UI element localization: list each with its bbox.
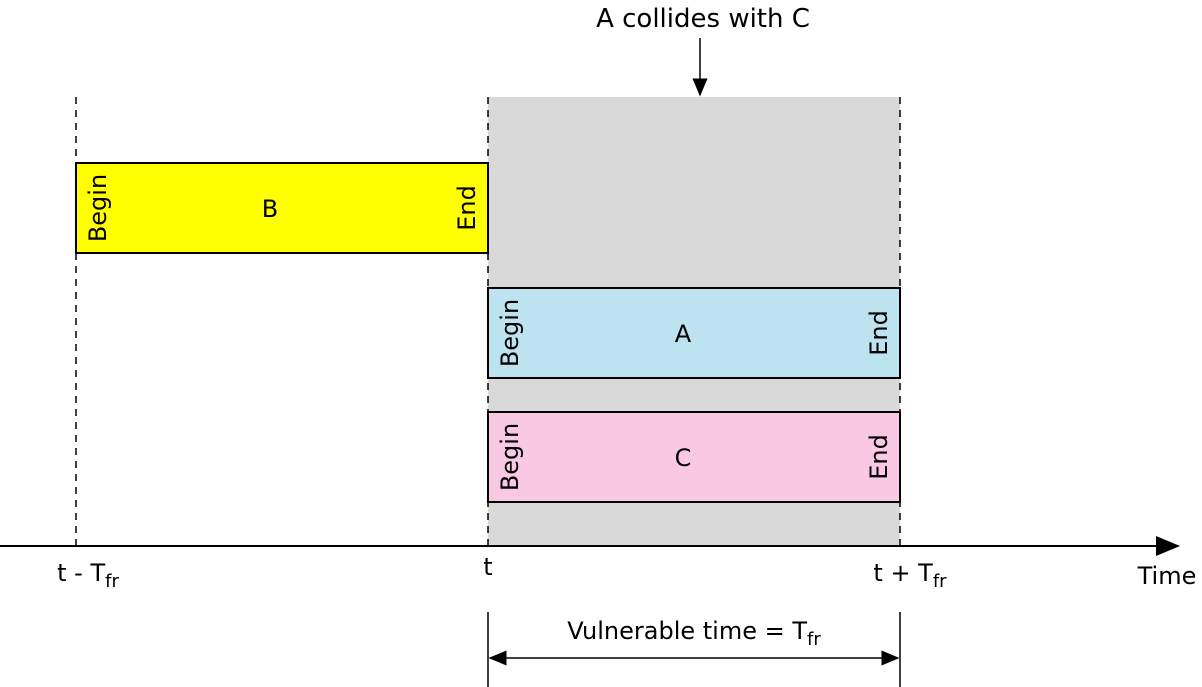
frame-a: Begin A End [487,287,901,379]
frame-a-end: End [865,310,893,356]
frame-b-label: B [262,195,278,223]
frame-a-label: A [675,320,692,348]
vulnerable-time-label: Vulnerable time = Tfr [567,617,821,650]
frame-a-begin: Begin [496,299,524,367]
frame-a-box [487,287,901,379]
frame-c: Begin C End [487,411,901,503]
frame-b-box [75,162,489,254]
tick-label-right: t + Tfr [873,559,947,592]
frame-b: Begin B End [75,162,489,254]
frame-c-box [487,411,901,503]
time-axis-label: Time [1137,562,1197,590]
tick-label-left: t - Tfr [57,559,119,592]
frame-b-end: End [453,185,481,231]
collision-annotation: A collides with C [596,4,810,34]
frame-c-end: End [865,434,893,480]
frame-b-begin: Begin [84,174,112,242]
tick-label-middle: t [483,553,492,581]
frame-c-begin: Begin [496,423,524,491]
frame-c-label: C [675,444,692,472]
